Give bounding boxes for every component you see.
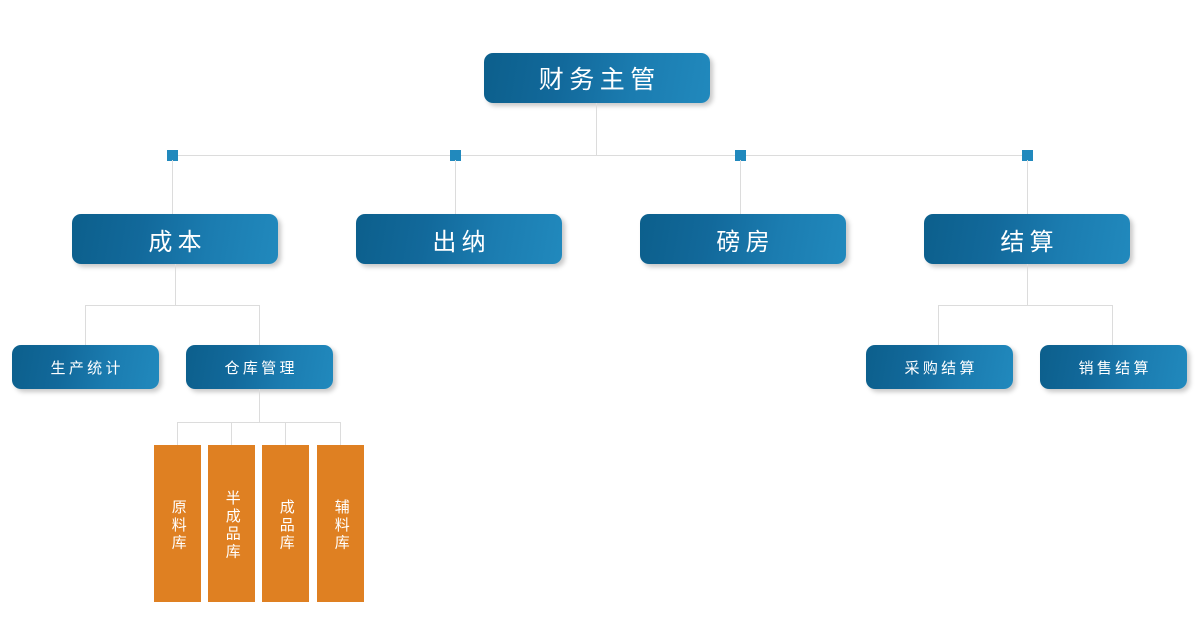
connector-settlement-stem xyxy=(1027,264,1028,305)
node-weighbridge[interactable]: 磅房 xyxy=(640,214,846,264)
connector-drop-cashier xyxy=(455,160,456,215)
connector-drop-auxiliary-material xyxy=(340,422,341,445)
connector-drop-sales-settlement xyxy=(1112,305,1113,345)
connector-cost-bus xyxy=(85,305,260,306)
junction-marker-settlement xyxy=(1022,150,1033,161)
junction-marker-weighbridge xyxy=(735,150,746,161)
node-purchase-settlement[interactable]: 采购结算 xyxy=(866,345,1013,389)
junction-marker-cost xyxy=(167,150,178,161)
connector-drop-settlement xyxy=(1027,160,1028,215)
connector-drop-raw-material xyxy=(177,422,178,445)
node-raw-material-warehouse[interactable]: 原料库 xyxy=(154,445,201,602)
node-cashier[interactable]: 出纳 xyxy=(356,214,562,264)
connector-warehouse-bus xyxy=(177,422,341,423)
connector-drop-warehouse-mgmt xyxy=(259,305,260,345)
node-finished-goods-warehouse[interactable]: 成品库 xyxy=(262,445,309,602)
connector-root-stem xyxy=(596,103,597,155)
node-cost[interactable]: 成本 xyxy=(72,214,278,264)
node-sales-settlement[interactable]: 销售结算 xyxy=(1040,345,1187,389)
connector-warehouse-stem xyxy=(259,389,260,422)
connector-drop-cost xyxy=(172,160,173,215)
node-warehouse-management[interactable]: 仓库管理 xyxy=(186,345,333,389)
connector-drop-semi-finished xyxy=(231,422,232,445)
node-settlement[interactable]: 结算 xyxy=(924,214,1130,264)
node-auxiliary-material-warehouse[interactable]: 辅料库 xyxy=(317,445,364,602)
connector-level2-bus xyxy=(172,155,1028,156)
connector-settlement-bus xyxy=(938,305,1113,306)
node-production-statistics[interactable]: 生产统计 xyxy=(12,345,159,389)
node-finance-supervisor[interactable]: 财务主管 xyxy=(484,53,710,103)
connector-cost-stem xyxy=(175,264,176,305)
connector-drop-purchase-settlement xyxy=(938,305,939,345)
connector-drop-production-stats xyxy=(85,305,86,345)
connector-drop-finished-goods xyxy=(285,422,286,445)
junction-marker-cashier xyxy=(450,150,461,161)
node-semi-finished-warehouse[interactable]: 半成品库 xyxy=(208,445,255,602)
connector-drop-weighbridge xyxy=(740,160,741,215)
